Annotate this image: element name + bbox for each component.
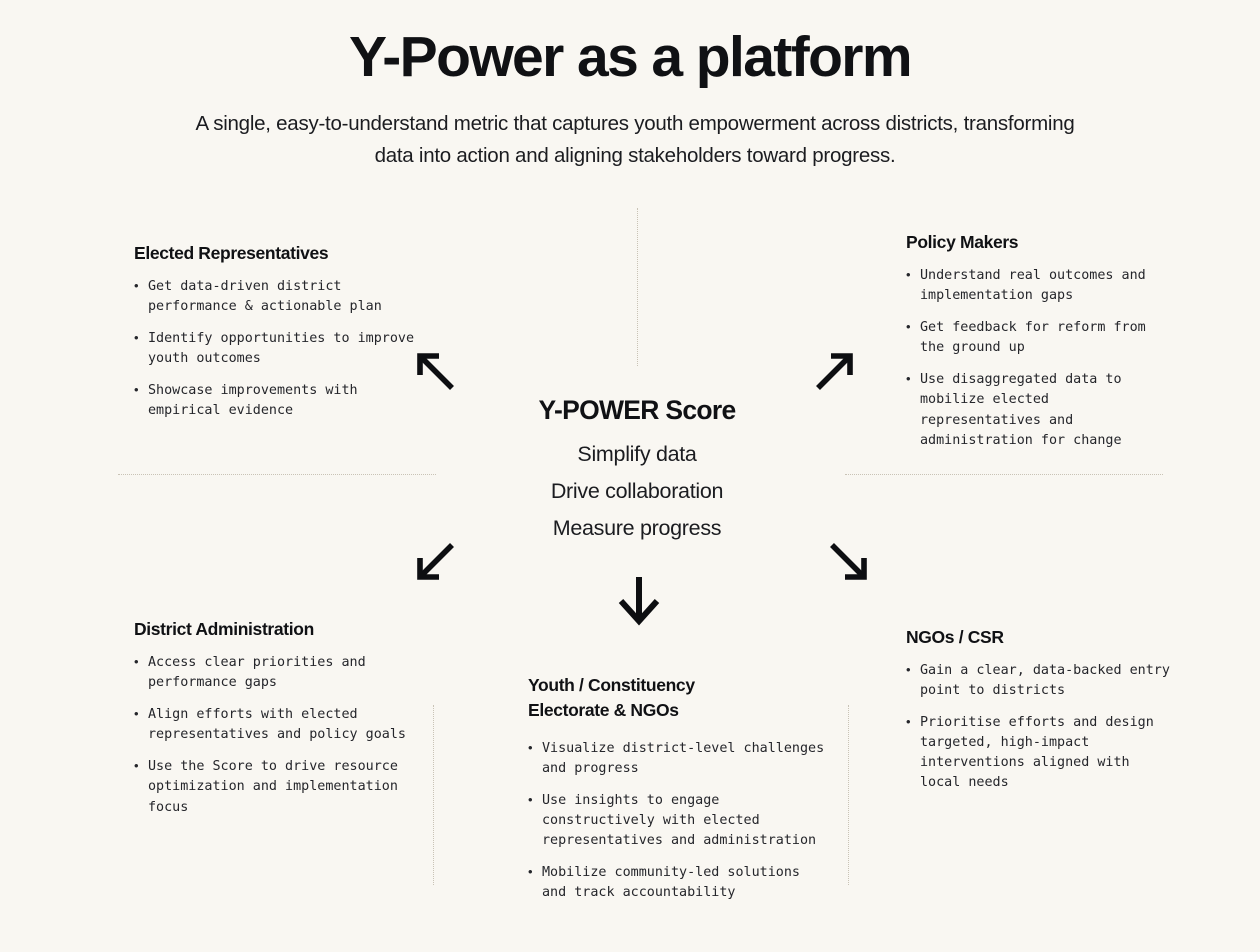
list-item-text: Gain a clear, data-backed entry point to… xyxy=(920,662,1170,698)
list-item: • Use insights to engage constructively w… xyxy=(528,791,828,851)
bullet-marker-icon: • xyxy=(528,864,533,880)
list-item: • Get feedback for reform from the ground… xyxy=(906,318,1168,358)
list-item-text: Understand real outcomes and implementat… xyxy=(920,267,1146,303)
list-item: • Showcase improvements with empirical ev… xyxy=(134,381,424,421)
bullet-list-elected-representatives: • Get data-driven district performance & … xyxy=(134,277,424,422)
list-item-text: Use insights to engage constructively wi… xyxy=(542,792,817,849)
bullet-marker-icon: • xyxy=(134,653,139,669)
bullet-marker-icon: • xyxy=(134,382,139,398)
list-item: • Gain a clear, data-backed entry point t… xyxy=(906,661,1174,701)
bullet-marker-icon: • xyxy=(528,791,533,807)
block-heading-district-administration: District Administration xyxy=(134,619,314,639)
block-heading-elected-representatives: Elected Representatives xyxy=(134,243,329,263)
list-item-text: Identify opportunities to improve youth … xyxy=(148,331,415,367)
divider-right-horizontal xyxy=(845,474,1163,475)
bullet-marker-icon: • xyxy=(906,661,911,677)
bullet-marker-icon: • xyxy=(906,266,911,282)
list-item-text: Mobilize community-led solutions and tra… xyxy=(542,865,800,901)
list-item: • Understand real outcomes and implementa… xyxy=(906,266,1168,306)
list-item-text: Showcase improvements with empirical evi… xyxy=(148,383,358,419)
list-item-text: Use the Score to drive resource optimiza… xyxy=(148,759,398,815)
block-heading-youth-constituency: Youth / Constituency Electorate & NGOs xyxy=(528,673,828,723)
divider-left-horizontal xyxy=(118,474,436,475)
list-item-text: Visualize district-level challenges and … xyxy=(542,740,825,776)
bullet-list-ngos-csr: • Gain a clear, data-backed entry point t… xyxy=(906,661,1174,794)
bullet-list-district-administration: • Access clear priorities and performance… xyxy=(134,653,424,818)
bullet-list-youth-constituency: • Visualize district-level challenges and… xyxy=(528,739,828,904)
list-item-text: Use disaggregated data to mobilize elect… xyxy=(920,372,1122,448)
divider-center-top-vertical xyxy=(637,208,638,366)
page-title: Y-Power as a platform xyxy=(349,25,913,89)
hub-line-1: Simplify data xyxy=(577,442,697,467)
arrow-down-icon xyxy=(612,574,666,628)
list-item-text: Access clear priorities and performance … xyxy=(148,654,366,690)
hub-title: Y-POWER Score xyxy=(538,395,736,425)
hub-line-2: Drive collaboration xyxy=(550,479,724,504)
arrow-down-right-icon xyxy=(826,541,870,585)
bullet-marker-icon: • xyxy=(906,371,911,387)
bullet-marker-icon: • xyxy=(134,330,139,346)
bullet-list-policy-makers: • Understand real outcomes and implementa… xyxy=(906,266,1168,451)
block-heading-line-2: Electorate & NGOs xyxy=(528,699,679,720)
block-heading-line-1: Youth / Constituency xyxy=(528,675,695,695)
list-item: • Access clear priorities and performance… xyxy=(134,653,424,693)
list-item: • Use disaggregated data to mobilize elec… xyxy=(906,370,1168,450)
list-item-text: Prioritise efforts and design targeted, … xyxy=(920,715,1154,791)
hub-y-power-score: Y-POWER Score Simplify data Drive collab… xyxy=(430,393,844,547)
divider-bottom-left-vertical xyxy=(433,705,434,885)
block-ngos-csr: NGOs / CSR • Gain a clear, data-backed en… xyxy=(906,625,1174,794)
list-item: • Mobilize community-led solutions and tr… xyxy=(528,863,828,903)
list-item-text: Get data-driven district performance & a… xyxy=(148,278,382,314)
list-item: • Use the Score to drive resource optimiz… xyxy=(134,757,424,817)
page-subtitle: A single, easy-to-understand metric that… xyxy=(195,112,1075,168)
bullet-marker-icon: • xyxy=(134,706,139,722)
block-heading-ngos-csr: NGOs / CSR xyxy=(906,627,1004,647)
list-item: • Visualize district-level challenges and… xyxy=(528,739,828,779)
bullet-marker-icon: • xyxy=(528,739,533,755)
list-item: • Get data-driven district performance & … xyxy=(134,277,424,317)
block-heading-policy-makers: Policy Makers xyxy=(906,232,1019,252)
arrow-up-right-icon xyxy=(814,348,858,392)
arrow-up-left-icon xyxy=(412,348,456,392)
bullet-marker-icon: • xyxy=(134,758,139,774)
list-item-text: Align efforts with elected representativ… xyxy=(148,707,406,743)
arrow-down-left-icon xyxy=(412,541,456,585)
list-item: • Prioritise efforts and design targeted,… xyxy=(906,713,1174,793)
list-item: • Identify opportunities to improve youth… xyxy=(134,329,424,369)
block-district-administration: District Administration • Access clear pr… xyxy=(134,617,424,818)
list-item-text: Get feedback for reform from the ground … xyxy=(920,320,1146,356)
divider-bottom-right-vertical xyxy=(848,705,849,885)
bullet-marker-icon: • xyxy=(134,277,139,293)
block-policy-makers: Policy Makers • Understand real outcomes … xyxy=(906,230,1168,451)
list-item: • Align efforts with elected representati… xyxy=(134,705,424,745)
block-elected-representatives: Elected Representatives • Get data-driven… xyxy=(134,241,424,422)
bullet-marker-icon: • xyxy=(906,714,911,730)
block-youth-constituency: Youth / Constituency Electorate & NGOs •… xyxy=(528,673,828,903)
hub-line-3: Measure progress xyxy=(552,516,722,541)
bullet-marker-icon: • xyxy=(906,319,911,335)
